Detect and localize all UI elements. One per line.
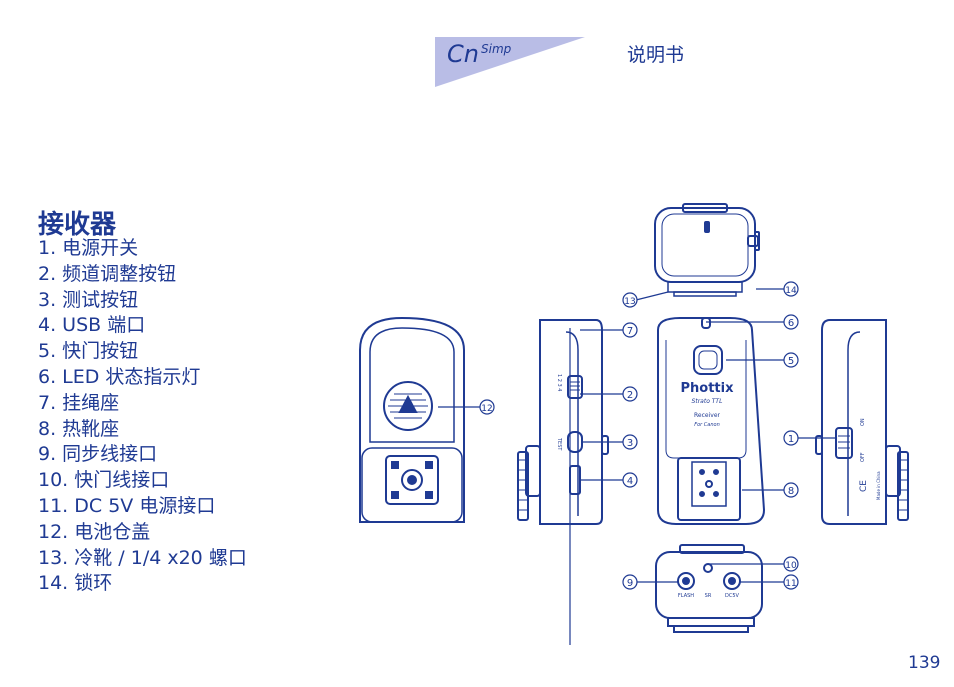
test-label: TEST: [556, 437, 562, 451]
list-item: 13. 冷靴 / 1/4 x20 螺口: [38, 546, 247, 569]
callout-4: 4: [627, 476, 633, 487]
section-title: 接收器: [38, 210, 117, 240]
flash-port-label: FLASH: [678, 593, 694, 599]
callout-leaders: [438, 288, 836, 645]
callout-11: 11: [785, 579, 796, 589]
list-item: 14. 锁环: [38, 572, 113, 595]
list-item: 1. 电源开关: [38, 237, 139, 259]
sr-port-label: SR: [705, 593, 712, 599]
language-tab: [435, 37, 585, 87]
list-item: 3. 测试按钮: [38, 288, 139, 311]
channel-labels: 1 2 3 4: [556, 374, 562, 392]
list-item: 9. 同步线接口: [38, 443, 158, 466]
parts-list: 1. 电源开关 2. 频道调整按钮 3. 测试按钮 4. USB 端口 5. 快…: [38, 236, 247, 597]
callout-14: 14: [785, 286, 797, 296]
bottom-view: [655, 544, 763, 633]
back-view: [359, 316, 465, 523]
list-item: 11. DC 5V 电源接口: [38, 494, 216, 517]
language-code: Cn: [447, 40, 479, 68]
front-view: [657, 317, 766, 525]
dc-port-label: DC5V: [725, 593, 740, 599]
list-item: 10. 快门线接口: [38, 469, 170, 492]
callout-8: 8: [788, 486, 794, 497]
device-labels: Phottix Strato TTL Receiver For Canon FL…: [556, 374, 881, 599]
callout-5: 5: [788, 356, 794, 367]
page-number: 139: [908, 653, 941, 673]
ce-mark: CE: [859, 480, 869, 492]
left-side-view: [517, 319, 609, 525]
brand-logo: Phottix: [681, 381, 735, 396]
callout-12: 12: [481, 404, 492, 414]
callout-6: 6: [788, 318, 794, 329]
device-variant: For Canon: [694, 422, 720, 428]
receiver-diagram: 1 2 3 4 5 6 7 8 9 10 11 12 13 14 Phottix…: [359, 203, 909, 645]
callout-numbers: 1 2 3 4 5 6 7 8 9 10 11 12 13 14: [481, 286, 797, 589]
language-variant: Simp: [481, 42, 512, 56]
callout-3: 3: [627, 438, 633, 449]
callout-7: 7: [627, 326, 633, 337]
made-in-label: Made in China: [876, 471, 881, 500]
manual-title: 说明书: [627, 44, 685, 66]
model-name: Strato TTL: [692, 398, 723, 405]
switch-on-label: ON: [860, 418, 866, 426]
list-item: 6. LED 状态指示灯: [38, 365, 201, 388]
list-item: 2. 频道调整按钮: [38, 262, 177, 285]
top-view: [654, 203, 760, 297]
right-side-view: [815, 319, 909, 525]
callout-circles: [479, 281, 799, 590]
callout-1: 1: [788, 434, 794, 445]
list-item: 4. USB 端口: [38, 314, 146, 337]
list-item: 8. 热靴座: [38, 417, 120, 440]
list-item: 12. 电池仓盖: [38, 520, 151, 543]
list-item: 7. 挂绳座: [38, 391, 120, 414]
switch-off-label: OFF: [860, 452, 866, 462]
callout-10: 10: [785, 561, 797, 571]
callout-9: 9: [627, 578, 633, 589]
callout-13: 13: [624, 297, 635, 307]
device-name: Receiver: [694, 412, 720, 419]
list-item: 5. 快门按钮: [38, 340, 139, 363]
callout-2: 2: [627, 390, 633, 401]
